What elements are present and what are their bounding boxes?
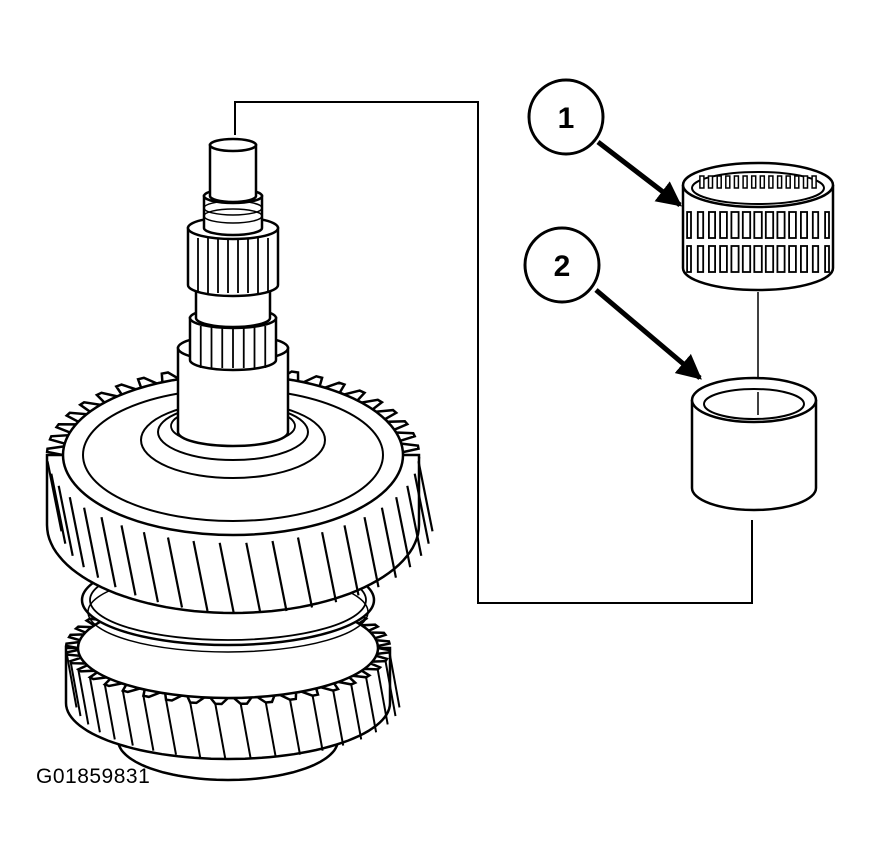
needle-roller-bearing <box>681 161 835 292</box>
figure-id-label: G01859831 <box>36 765 151 788</box>
callout-2-number: 2 <box>554 250 571 283</box>
connector-line <box>234 101 753 604</box>
callout-2: 2 <box>523 226 702 380</box>
gear-cluster <box>45 137 434 782</box>
output-shaft <box>176 137 290 448</box>
callout-2-arrow <box>594 288 702 380</box>
callout-1: 1 <box>527 78 682 207</box>
callout-1-arrow <box>596 140 682 207</box>
callout-1-number: 1 <box>558 102 575 135</box>
bearing-race-sleeve <box>690 376 818 512</box>
